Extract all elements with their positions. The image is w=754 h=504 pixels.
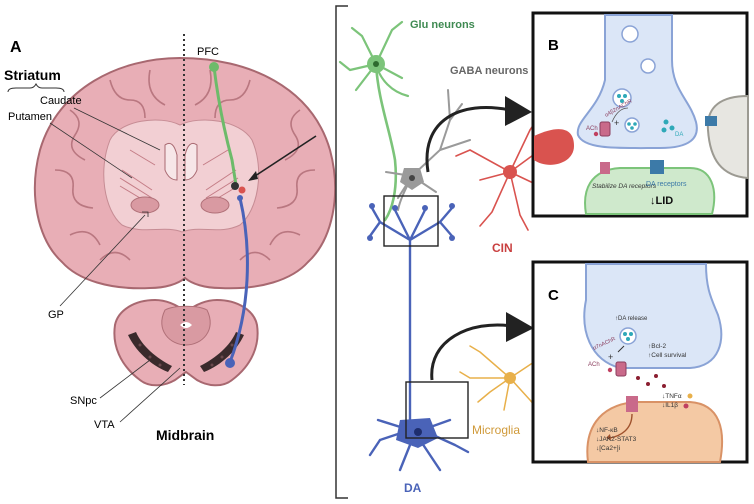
cin-soma	[503, 165, 517, 179]
arrow-to-b	[425, 106, 511, 173]
snpc-label: SNpc	[70, 395, 97, 407]
b-post-nachr	[600, 162, 610, 174]
striatum-brace	[7, 82, 65, 93]
striatum-dot-blue	[237, 195, 243, 201]
zoom-arrow	[251, 135, 317, 179]
presynaptic-terminal-b	[576, 14, 698, 150]
b-lid-label: ↓LID	[650, 195, 673, 207]
da-label: DA	[404, 481, 422, 495]
postsynaptic-b	[584, 167, 716, 215]
snpc-dot	[225, 358, 235, 368]
c-tnf-label: ↓TNFα	[662, 393, 682, 400]
panel-b-letter: B	[548, 37, 559, 54]
panel-a-letter: A	[10, 39, 22, 56]
caudate-label: Caudate	[40, 95, 82, 107]
glu-neuron	[338, 20, 410, 222]
vta-label: VTA	[94, 419, 115, 431]
presynaptic-terminal-c	[583, 263, 723, 369]
cin-label: CIN	[492, 241, 513, 255]
c-bcl2-label: ↑Bcl-2	[648, 343, 666, 350]
microglia-label: Microglia	[472, 423, 520, 437]
b-da-receptors-icon	[650, 160, 664, 174]
c-survival-label: ↑Cell survival	[648, 352, 687, 359]
midbrain-section	[113, 298, 259, 387]
panel-a: A	[4, 34, 336, 443]
da-nigrostriatal-pathway	[228, 197, 249, 363]
c-nfkb-label: ↓NF-κB	[596, 427, 618, 434]
gp-label: GP	[48, 309, 64, 321]
c-ach-label: ACh	[588, 362, 600, 368]
striatum-label: Striatum	[4, 67, 61, 83]
panel-c: C ↑DA release + α7nAChR ACh ↑Bcl-2 ↑Cell…	[531, 260, 749, 464]
striatum-dot-red	[238, 186, 246, 194]
gray-cell-transporter	[705, 116, 717, 126]
glu-label: Glu neurons	[410, 19, 475, 31]
zoom-box-lower	[405, 381, 469, 439]
pfc-label: PFC	[197, 46, 219, 58]
neurons-panel: Glu neurons GABA neurons CIN DA	[338, 19, 561, 495]
da-neuron	[368, 206, 470, 472]
b-nachr-receptor	[599, 121, 611, 137]
b-plus: +	[614, 118, 619, 128]
microglia-soma	[504, 372, 516, 384]
gaba-label: GABA neurons	[450, 65, 528, 77]
putamen-label: Putamen	[8, 111, 52, 123]
c-plus: +	[608, 352, 613, 362]
gray-glia-b	[706, 94, 749, 180]
pfc-glu-pathway	[212, 66, 238, 186]
striatum-dot-dark	[231, 182, 239, 190]
panel-b: B DA ACh α4β2nAChR + Stabilize DA recept…	[531, 11, 749, 218]
midbrain-label: Midbrain	[156, 427, 214, 443]
zoom-box-upper	[383, 195, 439, 247]
b-ach-label: ACh	[586, 126, 598, 132]
c-nachr-receptor	[615, 361, 627, 377]
pfc-dot	[209, 62, 219, 72]
arrow-to-c	[430, 323, 513, 381]
c-release-label: ↑DA release	[615, 316, 648, 322]
panel-bracket	[335, 5, 348, 499]
b-da-receptors-label: DA receptors	[646, 181, 687, 188]
c-ca-label: ↓[Ca2+]i	[596, 445, 620, 452]
c-il1b-label: ↓IL1β	[662, 402, 678, 409]
panel-c-letter: C	[548, 287, 559, 304]
cin-terminal-b	[534, 129, 574, 165]
c-microglia-nachr	[626, 396, 638, 412]
b-da-label: DA	[675, 132, 683, 138]
c-jak-label: ↓JAK2-STAT3	[596, 436, 637, 443]
b-stabilize-label: Stabilize DA receptors	[592, 183, 657, 190]
microglia-process-c	[586, 401, 724, 463]
coronal-brain-section	[34, 56, 336, 290]
